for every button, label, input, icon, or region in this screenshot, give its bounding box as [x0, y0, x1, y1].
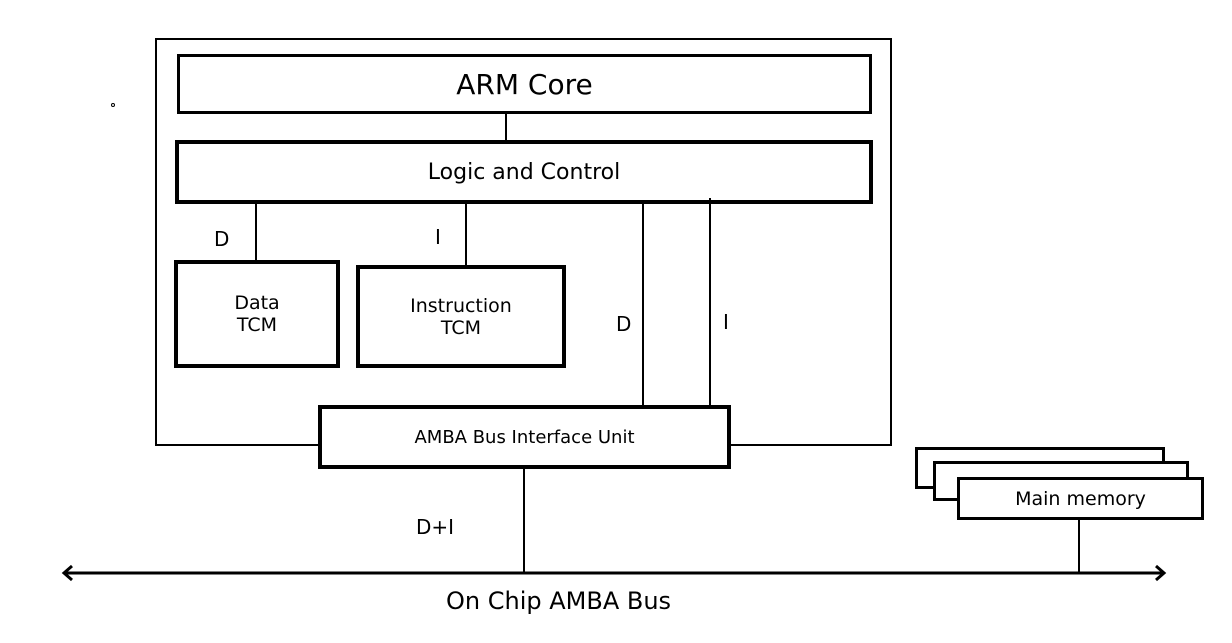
- edge-label-i-biu: I: [723, 310, 729, 334]
- amba-bus-label: On Chip AMBA Bus: [446, 587, 672, 615]
- connector-logic-biu-data: [642, 204, 644, 408]
- amba-bus-right-arrowhead: [1155, 564, 1167, 582]
- instruction-tcm-label-line1: Instruction: [410, 294, 512, 317]
- arm-core-label: ARM Core: [456, 67, 593, 101]
- connector-logic-instr-tcm: [465, 204, 467, 268]
- amba-biu-block: AMBA Bus Interface Unit: [318, 405, 731, 469]
- main-memory-label: Main memory: [1015, 487, 1146, 510]
- edge-label-d-tcm: D: [214, 227, 230, 251]
- connector-biu-bus: [523, 469, 525, 574]
- instruction-tcm-block: Instruction TCM: [356, 265, 566, 368]
- logic-control-label: Logic and Control: [427, 159, 621, 185]
- arm-core-block: ARM Core: [177, 54, 872, 114]
- instruction-tcm-label-line2: TCM: [440, 316, 482, 339]
- amba-bus-left-arrowhead: [61, 564, 73, 582]
- connector-core-logic: [505, 114, 507, 142]
- data-tcm-label-line2: TCM: [236, 314, 278, 336]
- edge-label-d-biu: D: [616, 312, 632, 336]
- edge-label-d-plus-i: D+I: [416, 515, 455, 539]
- logic-control-block: Logic and Control: [175, 140, 873, 204]
- main-memory-block: Main memory: [957, 477, 1204, 520]
- edge-label-i-tcm: I: [435, 225, 441, 249]
- data-tcm-block: Data TCM: [174, 260, 340, 368]
- stray-dot: [111, 103, 115, 107]
- data-tcm-label-line1: Data: [234, 292, 280, 314]
- connector-logic-biu-instr: [709, 198, 711, 408]
- connector-logic-data-tcm: [255, 204, 257, 262]
- connector-memory-bus: [1078, 520, 1080, 574]
- amba-biu-label: AMBA Bus Interface Unit: [414, 426, 635, 448]
